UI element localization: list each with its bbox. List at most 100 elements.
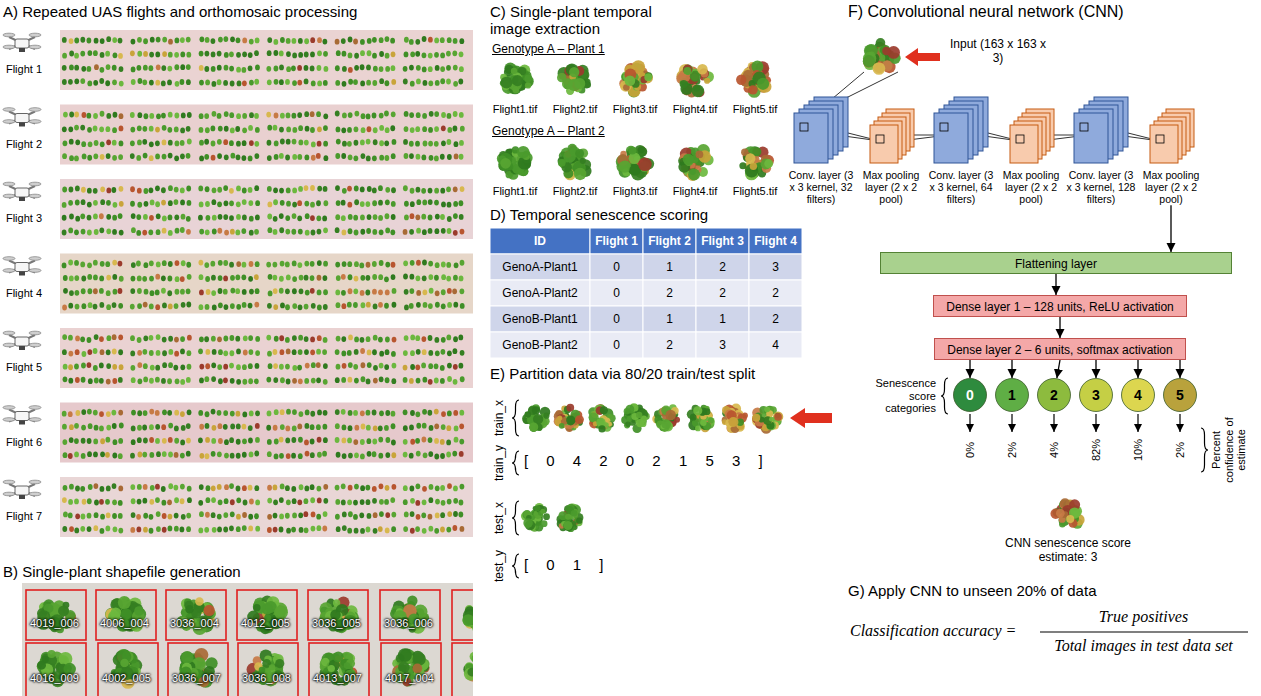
plant-dot [291, 229, 296, 235]
plant-dot [297, 154, 302, 160]
plant-dot [361, 302, 366, 308]
plant-dot [205, 349, 210, 355]
plant-dot [149, 437, 154, 443]
plant-dot [62, 79, 67, 85]
leaf-blob [253, 604, 260, 611]
plant-dot [87, 127, 92, 133]
plant-dot [373, 139, 378, 145]
plant-dot [453, 186, 458, 192]
plant-dot [323, 186, 328, 192]
plant-dot [255, 350, 260, 356]
plant-dot [385, 213, 390, 219]
plant-dot [106, 485, 111, 491]
plant-dot [168, 140, 173, 146]
plant-dot [223, 424, 228, 430]
plant-dot [391, 187, 396, 193]
plant-dot [242, 51, 247, 57]
plant-dot [342, 141, 347, 147]
plant-dot [93, 304, 98, 310]
plant-dot [212, 187, 217, 193]
plant-dot [323, 304, 328, 310]
plant-dot [206, 289, 211, 295]
plant-dot [353, 39, 358, 45]
plant-dot [229, 51, 234, 57]
plant-dot [409, 486, 414, 492]
plant-dot [99, 288, 104, 294]
plant-dot [434, 126, 439, 132]
plant-dot [241, 155, 246, 161]
plant-dot [403, 229, 408, 235]
plant-dot [372, 451, 377, 457]
drone-body [15, 486, 29, 495]
drone-rotor [29, 257, 41, 261]
plant-dot [149, 424, 154, 430]
plant-dot [415, 483, 420, 489]
plant-dot [336, 452, 341, 458]
plant-dot [155, 497, 160, 503]
plant-dot [68, 453, 73, 459]
plant-dot [198, 260, 203, 266]
plant-dot [156, 229, 161, 235]
plant-dot [279, 213, 284, 219]
plant-dot [248, 125, 253, 131]
plant-dot [323, 80, 328, 86]
plant-dot [422, 377, 427, 383]
plant-dot [354, 484, 359, 490]
plant-dot [100, 111, 105, 117]
plant-dot [310, 497, 315, 503]
plant-dot [342, 525, 347, 531]
plant-dot [74, 528, 79, 534]
plant-dot [168, 526, 173, 532]
plant-dot [361, 113, 366, 119]
plant-dot [229, 350, 234, 356]
plant-dot [311, 80, 316, 86]
plant-dot [373, 304, 378, 310]
plant-dot [62, 215, 67, 221]
plant-dot [280, 261, 285, 267]
plant-dot [211, 51, 216, 57]
plant-dot [224, 65, 229, 71]
strip-ground [60, 30, 473, 90]
plant-dot [372, 113, 377, 119]
plant-dot [106, 214, 111, 220]
plant-dot [143, 113, 148, 119]
plant-dot [434, 528, 439, 534]
plant-dot [446, 276, 451, 282]
plant-dot [409, 288, 414, 294]
plant-dot [105, 261, 110, 267]
plant-dot [379, 376, 384, 382]
plant-dot [217, 526, 222, 532]
plant-dot [87, 155, 92, 161]
plant-dot [62, 65, 67, 71]
plant-dot [248, 526, 253, 532]
plant-dot [292, 38, 297, 44]
plant-dot [181, 113, 186, 119]
plant-dot [379, 78, 384, 84]
plant-dot [435, 485, 440, 491]
plant-dot [452, 451, 457, 457]
plant-dot [206, 485, 211, 491]
plant-dot [410, 260, 415, 266]
plant-dot [410, 335, 415, 341]
plant-dot [453, 302, 458, 308]
plant-dot [217, 514, 222, 520]
plant-dot [428, 80, 433, 86]
plant-dot [459, 66, 464, 72]
plant-dot [149, 113, 154, 119]
plant-dot [360, 348, 365, 354]
plant-dot [280, 484, 285, 490]
plant-dot [223, 289, 228, 295]
plant-dot [428, 199, 433, 205]
plant-dot [255, 499, 260, 505]
plant-dot [255, 127, 260, 133]
plant-dot [87, 262, 92, 268]
plant-dot [130, 153, 135, 159]
plant-dot [341, 274, 346, 280]
plant-dot [198, 500, 203, 506]
plant-dot [204, 376, 209, 382]
plant-dot [292, 409, 297, 415]
plant-dot [366, 139, 371, 145]
plant-dot [415, 411, 420, 417]
plant-dot [74, 65, 79, 71]
plant-dot [130, 288, 135, 294]
